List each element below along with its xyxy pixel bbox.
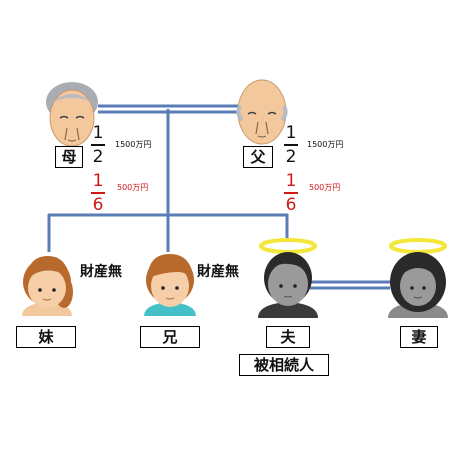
father-label: 父 [243,146,273,168]
wife-label: 妻 [400,326,438,348]
fraction-denominator: 2 [285,146,297,167]
father-elderly-icon [236,79,288,145]
fraction-numerator: 1 [92,123,104,143]
father-share-lower-fraction: 1 6 [284,172,298,214]
mother-share-upper-fraction: 1 2 [91,124,105,166]
older-brother-label: 兄 [140,326,200,348]
husband-label: 夫 [266,326,310,348]
older-brother-icon [144,254,196,316]
mother-share-upper-amount: 1500万円 [115,140,152,149]
wife-deceased-icon [388,238,448,318]
fraction-denominator: 6 [285,194,297,215]
mother-label: 母 [55,146,83,168]
husband-role-label: 被相続人 [239,354,329,376]
mother-share-lower-amount: 500万円 [117,183,149,192]
fraction-numerator: 1 [285,123,297,143]
halo-icon [389,238,447,254]
fraction-denominator: 6 [92,194,104,215]
halo-icon [259,238,317,254]
fraction-denominator: 2 [92,146,104,167]
fraction-numerator: 1 [92,171,104,191]
younger-sister-note: 財産無 [80,264,122,280]
father-share-upper-amount: 1500万円 [307,140,344,149]
father-share-upper-fraction: 1 2 [284,124,298,166]
husband-deceased-icon [258,238,318,318]
father-share-lower-amount: 500万円 [309,183,341,192]
older-brother-note: 財産無 [197,264,239,280]
fraction-numerator: 1 [285,171,297,191]
younger-sister-label: 妹 [16,326,76,348]
younger-sister-icon [22,256,73,316]
mother-share-lower-fraction: 1 6 [91,172,105,214]
